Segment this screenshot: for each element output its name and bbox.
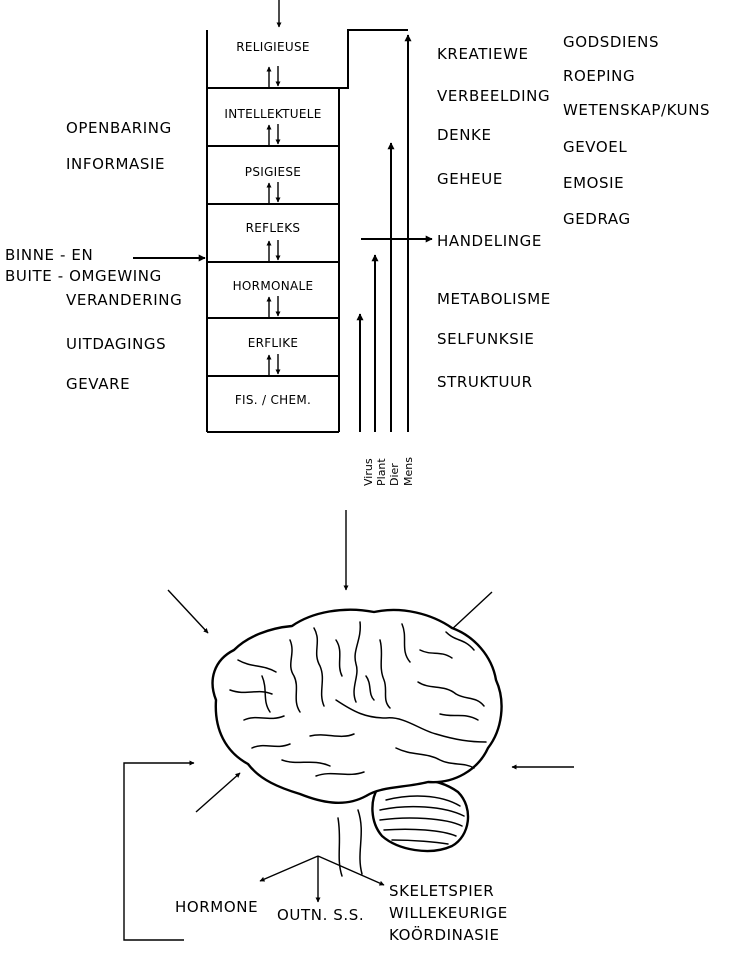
label-kreatiewe: KREATIEWE (437, 45, 529, 63)
brain-stem (357, 809, 363, 875)
label-uitdagings: UITDAGINGS (66, 335, 166, 353)
label-godsdiens: GODSDIENS (563, 33, 659, 51)
lateral-sulcus (335, 699, 487, 743)
central-sulcus (353, 621, 361, 703)
label-skeletspier: SKELETSPIER (389, 882, 494, 900)
label-hormone: HORMONE (175, 898, 258, 916)
level-hormonale: HORMONALE (233, 279, 314, 293)
output-arrow-hormone (259, 855, 319, 882)
label-verandering: VERANDERING (66, 291, 182, 309)
brain-illustration (211, 608, 503, 877)
organism-arrows (356, 34, 433, 432)
label-outn-ss: OUTN. S.S. (277, 906, 364, 924)
level-refleks: REFLEKS (246, 221, 301, 235)
label-denke: DENKE (437, 126, 492, 144)
brain-gyri (229, 623, 485, 777)
label-gevoel: GEVOEL (563, 138, 627, 156)
output-arrow-skeletspier (317, 855, 385, 886)
input-arrow-topright (449, 591, 493, 632)
label-koordinasie: KOÖRDINASIE (389, 925, 500, 944)
label-gevare: GEVARE (66, 375, 130, 393)
label-openbaring: OPENBARING (66, 119, 172, 137)
input-arrow-bottomleft (195, 772, 241, 813)
level-psigiese: PSIGIESE (245, 165, 301, 179)
cerebellum-folia (379, 795, 465, 845)
label-struktuur: STRUKTUUR (437, 373, 533, 391)
label-emosie: EMOSIE (563, 174, 624, 192)
label-wetenskap-kuns: WETENSKAP/KUNS (563, 101, 710, 119)
label-metabolisme: METABOLISME (437, 290, 551, 308)
label-verbeelding: VERBEELDING (437, 87, 550, 105)
input-arrow-topleft (167, 589, 209, 634)
level-religieuse: RELIGIEUSE (236, 40, 310, 54)
label-virus: Virus (362, 458, 375, 486)
label-binne-en: BINNE - EN (5, 246, 93, 264)
level-erflike: ERFLIKE (248, 336, 299, 350)
label-dier: Dier (388, 463, 401, 486)
level-fis-chem: FIS. / CHEM. (235, 393, 311, 407)
label-plant: Plant (375, 458, 388, 486)
label-roeping: ROEPING (563, 67, 635, 85)
brain-input-arrows (167, 510, 574, 813)
level-stack: RELIGIEUSE INTELLEKTUELE PSIGIESE REFLEK… (206, 0, 408, 433)
level-double-arrows (266, 66, 281, 375)
label-buite-omgewing: BUITE - OMGEWING (5, 267, 162, 285)
brain-output-arrows (259, 855, 385, 903)
feedback-loop-arrow (123, 760, 195, 941)
label-informasie: INFORMASIE (66, 155, 165, 173)
label-handelinge: HANDELINGE (437, 232, 542, 250)
level-intellektuele: INTELLEKTUELE (224, 107, 321, 121)
label-willekeurige: WILLEKEURIGE (389, 904, 508, 922)
cerebrum (211, 608, 503, 804)
label-geheue: GEHEUE (437, 170, 503, 188)
label-gedrag: GEDRAG (563, 210, 631, 228)
label-mens: Mens (402, 457, 415, 486)
label-selfunksie: SELFUNKSIE (437, 330, 534, 348)
stack-top-connector (339, 29, 408, 89)
